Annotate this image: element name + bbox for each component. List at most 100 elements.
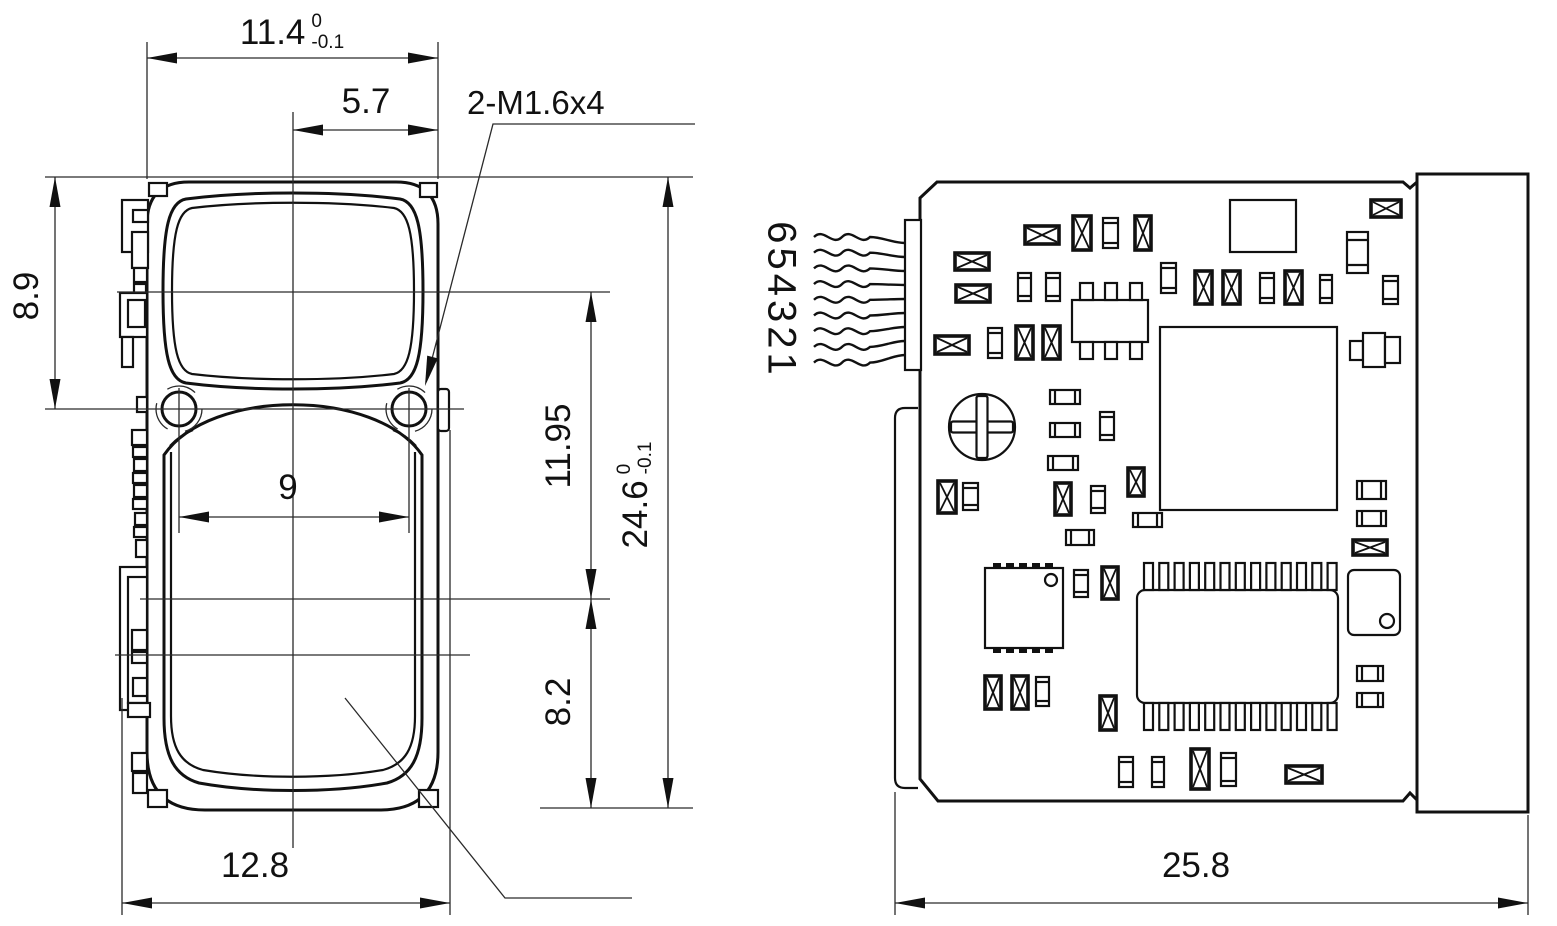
ic-top: [1228, 198, 1298, 254]
qfp-pin: [1311, 701, 1323, 732]
smd-pad-crossed: [1193, 269, 1214, 306]
corner-notch-top-left: [147, 181, 169, 198]
smd-pad: [1318, 273, 1334, 305]
dim-height-top: 8.9: [7, 271, 46, 321]
ic-sub-square: [983, 563, 1065, 653]
ic-soic: [1135, 561, 1340, 732]
qfp-pin: [1173, 561, 1185, 592]
smd-pad-crossed: [1071, 214, 1093, 252]
smd-pad: [1089, 484, 1107, 515]
smd-pad-crossed: [953, 251, 991, 272]
upper-lens-outer: [161, 191, 425, 391]
ic-pin-stub: [1006, 648, 1014, 653]
smd-pad-crossed: [1351, 538, 1389, 557]
smd-pad: [1150, 755, 1166, 789]
dim-width-bottom: 12.8: [220, 846, 290, 885]
lower-lens-corner-arc-left: [169, 428, 194, 447]
dim-width-top: 11.4 0 -0.1: [240, 11, 344, 53]
smd-pad-crossed: [1369, 198, 1403, 219]
smd-pad-crossed: [1283, 269, 1304, 306]
smd-pad-crossed: [1126, 466, 1146, 498]
qfp-pin: [1249, 561, 1262, 592]
ic-pin-stub: [1045, 563, 1053, 568]
smd-pad-crossed: [954, 283, 992, 304]
smd-pad-crossed: [1133, 214, 1153, 252]
wire: [813, 325, 906, 336]
qfp-pin: [1142, 561, 1155, 592]
smd-pad-crossed: [936, 479, 958, 515]
thread-note-arrowhead: [425, 355, 438, 386]
smd-pad: [1101, 216, 1120, 250]
wire: [813, 280, 906, 289]
ic-pin-stub: [1032, 648, 1040, 653]
ic-pin-stub: [1006, 563, 1014, 568]
side-tabs-left: [118, 198, 152, 795]
qfp-pin: [1295, 701, 1308, 732]
housing-block: [1415, 172, 1530, 814]
corner-notch-top-right: [418, 181, 439, 199]
foot-tab-bottom-left: [146, 788, 169, 809]
qfp-pin: [1188, 561, 1201, 592]
wire: [813, 353, 906, 367]
qfp-pin: [1326, 561, 1338, 592]
smd-pads: [933, 198, 1403, 791]
smd-pad: [1258, 271, 1276, 305]
flex-connector: [903, 218, 923, 372]
dimension-arrows: [49, 52, 1528, 909]
wire: [813, 339, 906, 351]
back-plate-edge: [893, 406, 918, 790]
dim-pcb-width: 25.8: [1161, 846, 1231, 885]
foot-tab-bottom-right: [417, 788, 440, 809]
qfp-pin: [1280, 701, 1292, 732]
qfp-pin: [1173, 701, 1185, 732]
qfp-pin: [1158, 701, 1170, 732]
qfp-pin: [1219, 561, 1231, 592]
pcb-view-shapes: [813, 172, 1530, 814]
smd-pad-crossed: [1221, 269, 1242, 306]
wire: [813, 264, 906, 273]
smd-pad: [1131, 511, 1164, 529]
dim-height-bottom: 8.2: [539, 677, 578, 727]
qfp-pin: [1265, 701, 1277, 732]
wire: [813, 311, 906, 320]
ic-pin-stub: [1019, 648, 1027, 653]
qfp-pin: [1234, 701, 1246, 732]
smd-pad: [1048, 421, 1082, 439]
qfp-pin: [1249, 701, 1262, 732]
dim-hole-spacing: 9: [278, 468, 298, 507]
connector-wires: [813, 232, 906, 367]
smd-pad: [1355, 664, 1385, 683]
ic-pin-stub: [1019, 563, 1027, 568]
smd-pad: [986, 326, 1004, 360]
wire: [813, 232, 906, 245]
crystal-can: [1346, 568, 1402, 637]
cap-polarized: [1345, 230, 1370, 275]
qfp-pin: [1280, 561, 1292, 592]
dim-height-mid: 11.95: [539, 403, 578, 489]
smd-pad: [1016, 271, 1033, 303]
smd-pad-crossed: [1284, 764, 1324, 785]
smd-pad-crossed: [1010, 674, 1030, 711]
qfp-pin: [1326, 701, 1338, 732]
smd-pad: [1159, 261, 1178, 295]
wire: [813, 295, 906, 304]
dim-height-total: 24.6 0 -0.1: [613, 441, 656, 549]
qfp-pin: [1204, 701, 1216, 732]
side-tab-right: [436, 387, 451, 433]
smd-pad-crossed: [1053, 481, 1073, 517]
smd-pad-crossed: [1098, 694, 1118, 732]
lens-leader: [344, 697, 632, 899]
wire: [813, 248, 906, 259]
smd-pad: [1048, 388, 1082, 406]
smd-pad-crossed: [983, 674, 1003, 711]
dim-height-total-tolerance: 0 -0.1: [613, 441, 656, 475]
ic-pin-stub: [993, 648, 1001, 653]
qfp-pin: [1219, 701, 1231, 732]
qfp-pin: [1311, 561, 1323, 592]
smd-pad-crossed: [1189, 747, 1211, 791]
qfp-pin: [1188, 701, 1201, 732]
ic-pin-stub: [1032, 563, 1040, 568]
smd-pad: [961, 481, 980, 512]
dim-width-half: 5.7: [341, 82, 391, 121]
